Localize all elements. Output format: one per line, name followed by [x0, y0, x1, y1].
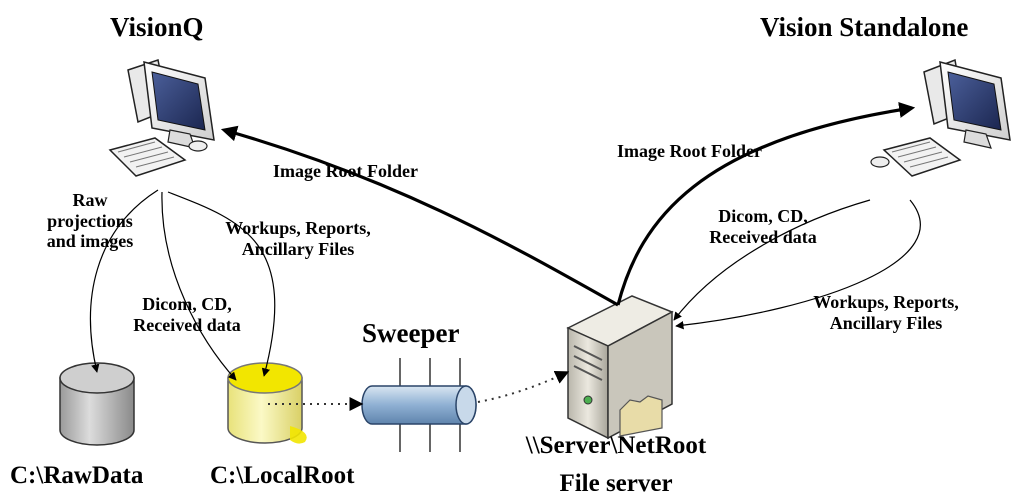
file-server-icon: [566, 295, 674, 440]
raw-data-label: C:\RawData: [10, 462, 144, 489]
edge-label-standalone-dicom: Dicom, CD, Received data: [709, 206, 817, 247]
edge-label-standalone-image-root: Image Root Folder: [617, 141, 762, 161]
visionq-computer-icon: [108, 59, 215, 177]
edge-label-visionq-workups: Workups, Reports, Ancillary Files: [225, 218, 371, 259]
sweeper-label: Sweeper: [362, 318, 460, 348]
edge-label-standalone-workups: Workups, Reports, Ancillary Files: [813, 292, 959, 333]
edge-visionq-to-localroot-dicom: [161, 191, 237, 381]
standalone-computer-icon: [870, 58, 1011, 177]
vision-standalone-title: Vision Standalone: [760, 12, 969, 42]
edge-label-visionq-dicom: Dicom, CD, Received data: [133, 294, 241, 335]
local-root-label: C:\LocalRoot: [210, 462, 355, 489]
visionq-title: VisionQ: [110, 12, 204, 42]
edge-label-raw-projections: Raw projections and images: [46, 190, 134, 252]
edge-visionq-to-localroot-workups: [167, 191, 276, 377]
edge-standalone-to-server-workups: [675, 199, 921, 330]
edge-visionq-to-rawdata: [89, 189, 159, 373]
edge-standalone-to-server-dicom: [673, 199, 871, 321]
raw-data-database-icon: [59, 362, 135, 446]
edge-label-visionq-image-root: Image Root Folder: [273, 161, 418, 181]
local-root-database-icon: [227, 362, 307, 444]
sweeper-pipe-icon: [361, 358, 477, 452]
server-path-label: \\Server\NetRoot: [525, 432, 707, 459]
edge-sweeper-to-server: [477, 370, 570, 403]
edge-server-to-visionq: [220, 125, 619, 307]
file-server-label: File server: [559, 470, 673, 497]
edge-server-to-standalone: [616, 102, 916, 306]
